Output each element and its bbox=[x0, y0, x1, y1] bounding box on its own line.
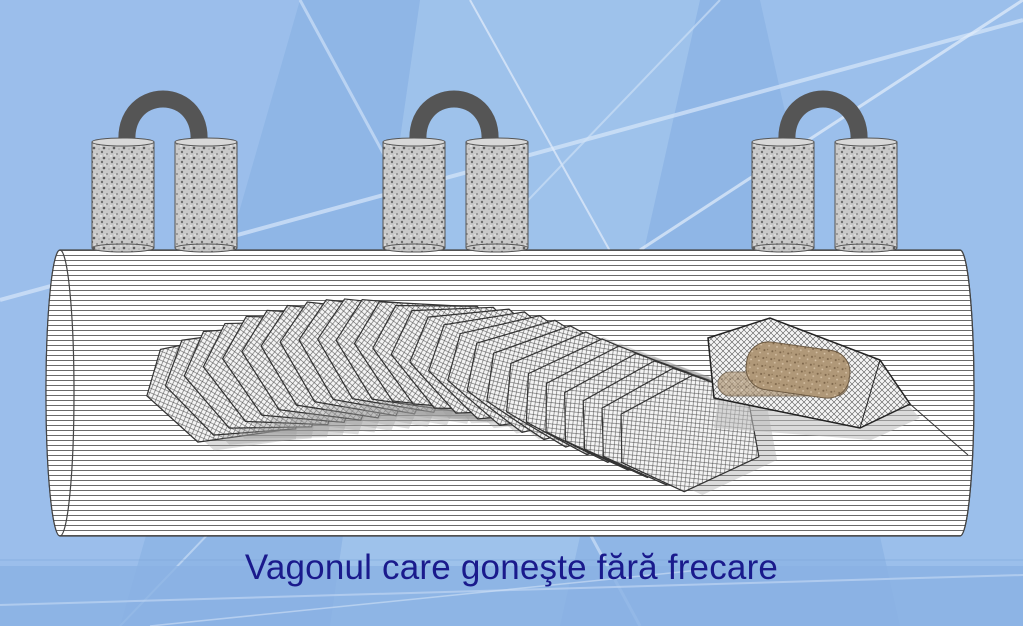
blade-edge bbox=[298, 339, 415, 415]
magnet-pair-2 bbox=[382, 90, 529, 253]
blade-edge bbox=[260, 345, 379, 419]
magnet-pair-1 bbox=[91, 90, 238, 253]
blade-fan bbox=[146, 298, 778, 495]
blade-edge bbox=[279, 341, 396, 417]
weight-bar bbox=[717, 341, 851, 399]
magnet-pair-3 bbox=[751, 90, 898, 253]
blade-edge bbox=[203, 366, 328, 426]
blade-edge bbox=[335, 340, 454, 412]
blade-edge bbox=[183, 375, 312, 429]
blade-edge bbox=[621, 456, 760, 493]
blade-edge bbox=[241, 351, 361, 421]
blade-edge bbox=[317, 339, 434, 413]
cylinder-axis-line bbox=[909, 403, 969, 456]
blade-edge bbox=[146, 395, 280, 443]
diagram-caption: Vagonul care goneşte fără frecare bbox=[244, 548, 779, 587]
blade-edge bbox=[222, 358, 345, 423]
blade-edge bbox=[165, 385, 296, 436]
